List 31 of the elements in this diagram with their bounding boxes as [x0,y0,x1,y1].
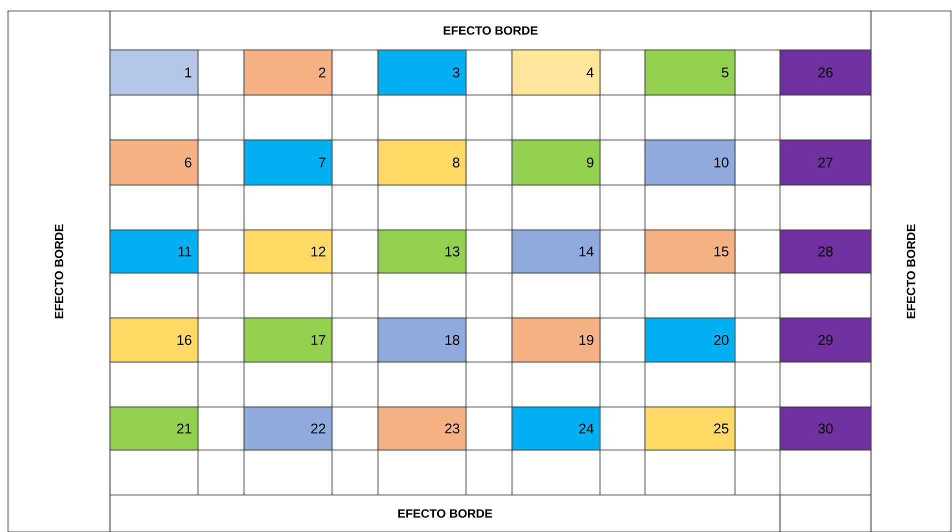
plot-cell: 21 [110,406,198,450]
plot-cell: 14 [512,230,600,274]
plot-cell: 8 [378,140,466,186]
plot-cell: 22 [244,406,332,450]
plot-cell: 2 [244,50,332,96]
plot-cell: 3 [378,50,466,96]
plot-cell: 24 [512,406,600,450]
plot-cell: 9 [512,140,600,186]
plot-cell: 25 [644,406,736,450]
plot-cell: 17 [244,318,332,362]
plot-cell: 12 [244,230,332,274]
plot-cell: 15 [644,230,736,274]
plot-cell: 20 [644,318,736,362]
plot-cell: 1 [110,50,198,96]
plot-cell: 16 [110,318,198,362]
plot-cell: 26 [780,50,872,96]
plot-cell: 19 [512,318,600,362]
plot-cell: 4 [512,50,600,96]
plot-cell: 11 [110,230,198,274]
plot-cell: 18 [378,318,466,362]
plot-cell: 5 [644,50,736,96]
plot-cell: 27 [780,140,872,186]
border-effect-band: EFECTO BORDE [110,494,780,532]
plot-cell: 13 [378,230,466,274]
plot-cell: 10 [644,140,736,186]
plot-cell: 28 [780,230,872,274]
plot-cell: 29 [780,318,872,362]
plot-cell: 30 [780,406,872,450]
plot-cell: 6 [110,140,198,186]
plot-cell: 23 [378,406,466,450]
plot-cell: 7 [244,140,332,186]
